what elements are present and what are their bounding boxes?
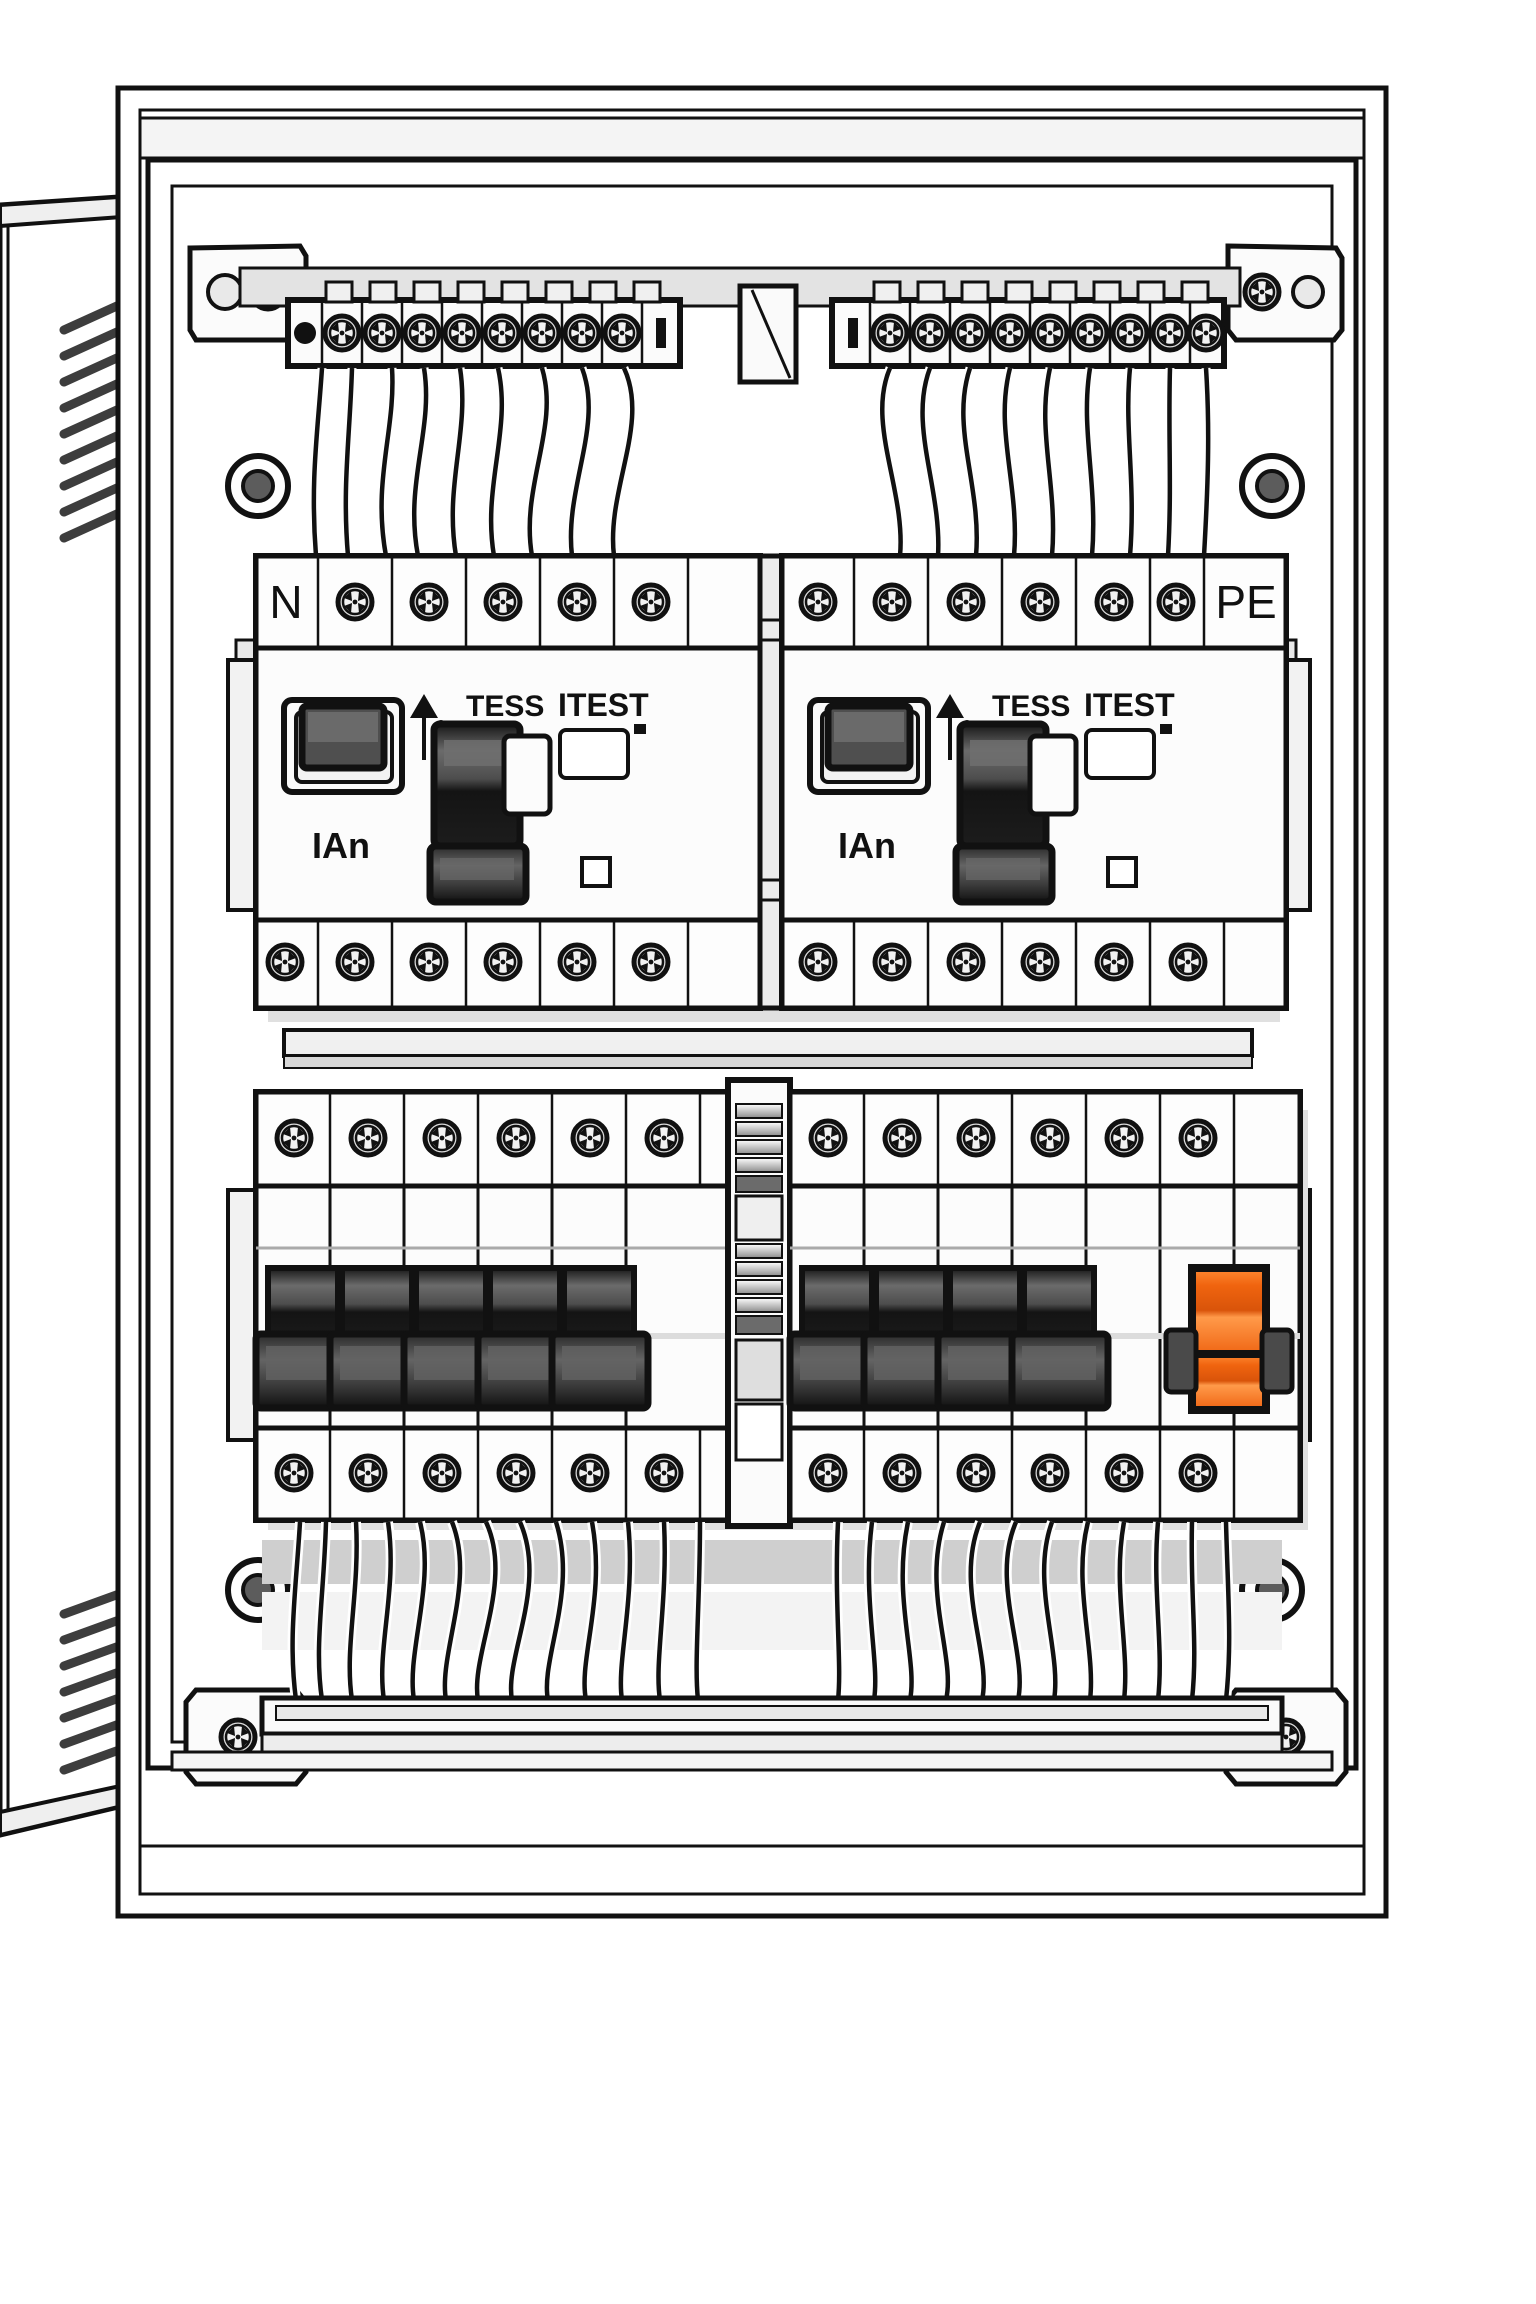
rcd-left-test-button[interactable] xyxy=(281,697,405,795)
wire-bundle-lower-left xyxy=(287,1519,705,1701)
enclosure-top-trim xyxy=(138,116,1366,160)
wire-bundle-lower-right xyxy=(831,1520,1235,1702)
busbar-between-rows xyxy=(282,1028,1254,1069)
rcd-left-marking-1: TESS xyxy=(466,690,544,723)
rcd-right-arrow-icon xyxy=(936,694,964,718)
rcd-left-indicator-window xyxy=(580,856,612,888)
terminal-end-marker xyxy=(656,318,666,348)
mount-hole-icon xyxy=(1291,275,1325,309)
rcd-right-toggle[interactable] xyxy=(952,720,1079,906)
rcd-left-marking-box xyxy=(558,728,630,780)
earth-bar-label: PE xyxy=(1215,576,1276,628)
rcd-left[interactable]: N TESS ITEST IAn xyxy=(253,553,763,1011)
rcd-right[interactable]: PE TESS ITEST IAn xyxy=(779,553,1289,1011)
terminal-block-right[interactable] xyxy=(829,280,1227,369)
enclosure-bottom-trim xyxy=(138,1844,1366,1896)
rcd-center-spacer xyxy=(757,553,785,1011)
mcb-r4[interactable] xyxy=(1008,1265,1112,1412)
mcb-l1[interactable] xyxy=(252,1265,356,1412)
corner-mount-top-right xyxy=(1225,243,1345,343)
mcb-l5[interactable] xyxy=(548,1265,652,1412)
rcd-right-test-button[interactable] xyxy=(807,697,931,795)
wire-bundle-upper-left xyxy=(309,366,637,557)
rcd-right-marking-2: ITEST xyxy=(1084,687,1175,723)
terminal-indicator-dot xyxy=(294,322,316,344)
mount-hole-icon xyxy=(206,273,244,311)
lower-trunking-shade xyxy=(262,1540,1282,1584)
wire-bundle-upper-right xyxy=(877,366,1213,557)
mcb-bank-right[interactable] xyxy=(786,1089,1303,1523)
terminal-center-divider xyxy=(737,283,799,385)
spacer-ribs-lower xyxy=(735,1243,783,1335)
rcd-right-marking-box xyxy=(1084,728,1156,780)
enclosure-inner-ledge xyxy=(170,1750,1334,1772)
corner-screw-bottom-left[interactable] xyxy=(221,1720,255,1754)
spacer-ribs-upper xyxy=(735,1103,783,1193)
rcd-left-arrow-icon xyxy=(410,694,438,718)
terminal-screws-right[interactable] xyxy=(873,316,1223,350)
grommet-top-right xyxy=(1242,456,1302,516)
mcb-center-spacer xyxy=(725,1077,793,1529)
mcb-r5-tripped[interactable] xyxy=(1163,1264,1295,1414)
grommet-top-left xyxy=(228,456,288,516)
mcb-bank-left[interactable] xyxy=(252,1089,731,1523)
lower-trunking xyxy=(262,1592,1282,1650)
bottom-cable-tray xyxy=(259,1695,1285,1754)
neutral-bar-label: N xyxy=(269,576,302,628)
rcd-right-marking-1: TESS xyxy=(992,690,1070,723)
terminal-end-marker xyxy=(848,318,858,348)
corner-screw-top-right[interactable] xyxy=(1245,275,1279,309)
rcd-right-sensitivity-label: IAn xyxy=(838,825,896,866)
terminal-block-left[interactable] xyxy=(285,280,683,369)
rcd-right-indicator-window xyxy=(1106,856,1138,888)
rcd-left-marking-2: ITEST xyxy=(558,687,649,723)
rcd-left-toggle[interactable] xyxy=(426,720,553,906)
rcd-left-sensitivity-label: IAn xyxy=(312,825,370,866)
